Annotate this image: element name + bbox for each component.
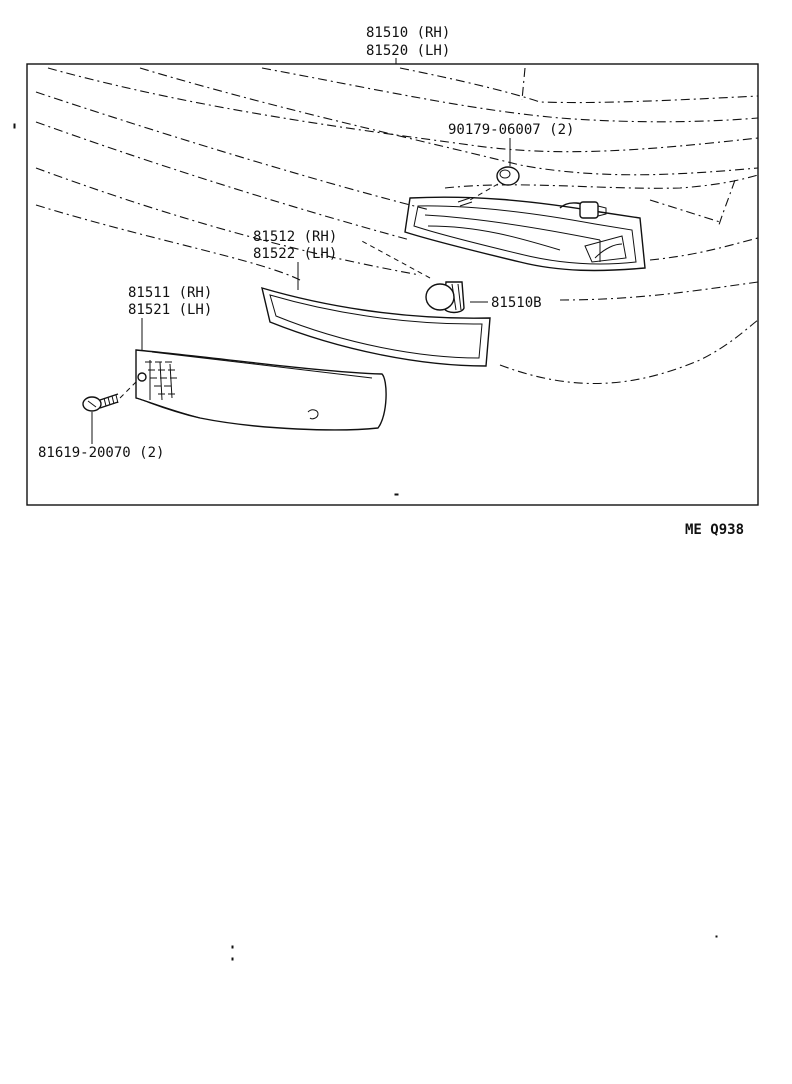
bulb-icon: [425, 281, 465, 314]
lamp-housing: [404, 196, 646, 272]
screw-icon: [82, 393, 119, 412]
label-bulb: 81510B: [491, 295, 542, 311]
nut-center-line: [469, 183, 499, 201]
screw-center-line: [119, 379, 139, 399]
label-reflector-lh: 81522 (LH): [253, 246, 337, 262]
diagram-frame: [26, 63, 759, 506]
vehicle-body-outline: [35, 67, 759, 384]
figure-code: ME Q938: [685, 522, 744, 538]
bulb-center-line: [359, 239, 431, 279]
label-housing-lh: 81520 (LH): [366, 43, 450, 59]
label-reflector-rh: 81512 (RH): [253, 229, 337, 245]
reflector: [261, 286, 491, 367]
nut-icon: [496, 166, 520, 186]
lens: [135, 349, 387, 431]
label-housing-rh: 81510 (RH): [366, 25, 450, 41]
label-lens-rh: 81511 (RH): [128, 285, 212, 301]
label-screw: 81619-20070 (2): [38, 445, 164, 461]
label-lens-lh: 81521 (LH): [128, 302, 212, 318]
leader-lines: [91, 58, 511, 444]
scan-specks: [13, 123, 718, 961]
label-nut: 90179-06007 (2): [448, 122, 574, 138]
